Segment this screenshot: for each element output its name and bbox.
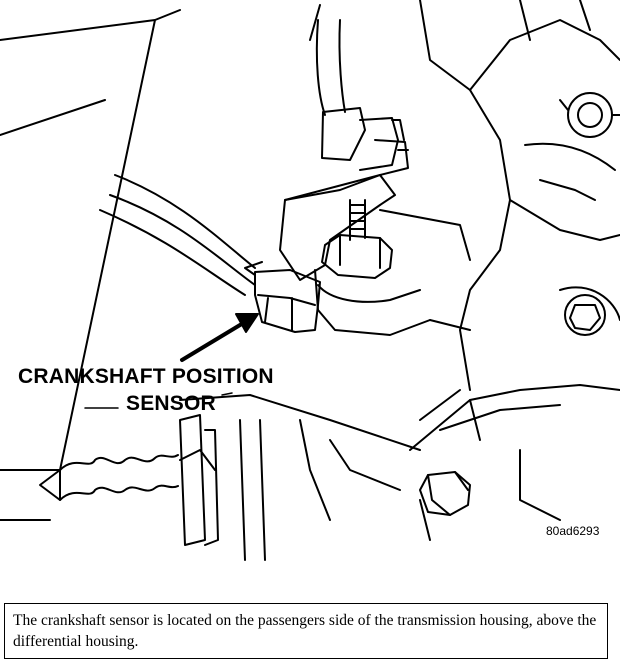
engine-line-drawing [0,0,620,561]
cv-boot [59,454,179,471]
stud [349,199,366,241]
engine-block [309,0,620,91]
figure-id-label: 80ad6293 [546,524,600,538]
lower-body [179,394,421,561]
pointer-line [180,320,247,362]
side-bolt [564,294,606,336]
mounting-boss [314,269,431,336]
pointer-arrowhead [235,313,259,333]
differential-housing [409,384,620,451]
caption-box: The crankshaft sensor is located on the … [4,603,608,659]
sensor-bracket [279,174,396,281]
sensor-cable [109,174,256,286]
wire-harness [315,19,346,116]
nut [321,234,393,279]
frame-edge [0,99,106,136]
sensor-body [254,269,321,333]
lower-bolt [419,471,471,516]
lower-bracket [179,414,219,546]
caption-text: The crankshaft sensor is located on the … [13,612,597,650]
transmission-housing [459,89,620,391]
callout-label-line1: CRANKSHAFT POSITION [18,365,274,388]
upper-bolt [567,92,613,138]
callout-label-line2: SENSOR [126,392,216,415]
leader-line [84,392,233,409]
